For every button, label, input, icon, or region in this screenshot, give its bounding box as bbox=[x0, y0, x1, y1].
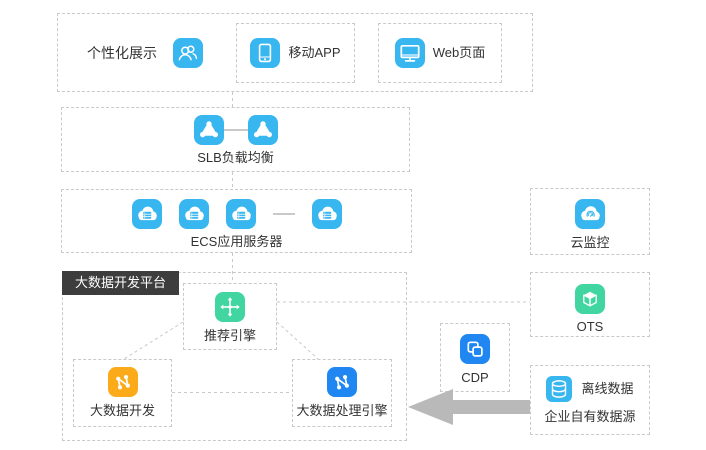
ecs-box: ECS应用服务器 bbox=[61, 189, 412, 253]
overlap-squares-icon bbox=[460, 334, 490, 364]
tablet-icon bbox=[250, 38, 281, 68]
node-graph-icon bbox=[107, 367, 138, 397]
bigdata-platform-container bbox=[62, 272, 407, 441]
people-icon bbox=[173, 38, 203, 68]
slb-icon-row bbox=[193, 115, 278, 145]
cloud-server-icon bbox=[178, 199, 209, 229]
offline-data-box: 离线数据 企业自有数据源 bbox=[530, 365, 650, 435]
load-balancer-icon bbox=[247, 115, 278, 145]
web-page-box: Web页面 bbox=[378, 23, 502, 83]
cdp-box: CDP bbox=[440, 323, 510, 392]
bigdata-engine-box: 大数据处理引擎 bbox=[292, 359, 392, 427]
offline-data-row: 离线数据 bbox=[546, 376, 634, 402]
offline-data-sublabel: 企业自有数据源 bbox=[544, 409, 636, 424]
web-page-label: Web页面 bbox=[432, 45, 486, 61]
monitor-icon bbox=[394, 38, 425, 68]
bigdata-dev-label: 大数据开发 bbox=[89, 403, 155, 418]
bigdata-dev-box: 大数据开发 bbox=[73, 359, 172, 427]
slb-box: SLB负载均衡 bbox=[61, 107, 410, 172]
mobile-app-label: 移动APP bbox=[288, 45, 341, 61]
cloud-server-icon bbox=[131, 199, 162, 229]
recommend-engine-label: 推荐引擎 bbox=[203, 328, 256, 343]
cloud-server-icon bbox=[225, 199, 256, 229]
ecs-label: ECS应用服务器 bbox=[190, 234, 283, 249]
personalization-label: 个性化展示 bbox=[87, 44, 157, 61]
cube-icon bbox=[575, 284, 605, 314]
ecs-icon-row bbox=[131, 199, 342, 229]
mobile-app-box: 移动APP bbox=[236, 23, 355, 83]
node-graph-icon bbox=[327, 367, 357, 397]
cdp-label: CDP bbox=[461, 370, 489, 385]
slb-label: SLB负载均衡 bbox=[197, 150, 274, 165]
cloud-server-icon bbox=[311, 199, 342, 229]
bigdata-platform-title: 大数据开发平台 bbox=[62, 271, 180, 295]
recommend-engine-box: 推荐引擎 bbox=[183, 283, 277, 350]
cloud-monitor-label: 云监控 bbox=[570, 235, 610, 250]
data-flow-arrow bbox=[408, 389, 530, 425]
offline-data-label: 离线数据 bbox=[581, 381, 634, 397]
personalization-group: 个性化展示 bbox=[87, 38, 203, 68]
cloud-monitor-box: 云监控 bbox=[530, 188, 650, 255]
ots-label: OTS bbox=[576, 319, 604, 334]
ots-box: OTS bbox=[530, 272, 650, 337]
slb-join-line bbox=[223, 129, 248, 131]
database-icon bbox=[546, 376, 573, 402]
presentation-layer-box bbox=[57, 13, 533, 92]
move-arrows-icon bbox=[215, 292, 245, 322]
ecs-ellipsis-dash bbox=[272, 213, 295, 215]
bigdata-engine-label: 大数据处理引擎 bbox=[296, 403, 388, 418]
cloud-gauge-icon bbox=[575, 199, 605, 229]
load-balancer-icon bbox=[193, 115, 224, 145]
